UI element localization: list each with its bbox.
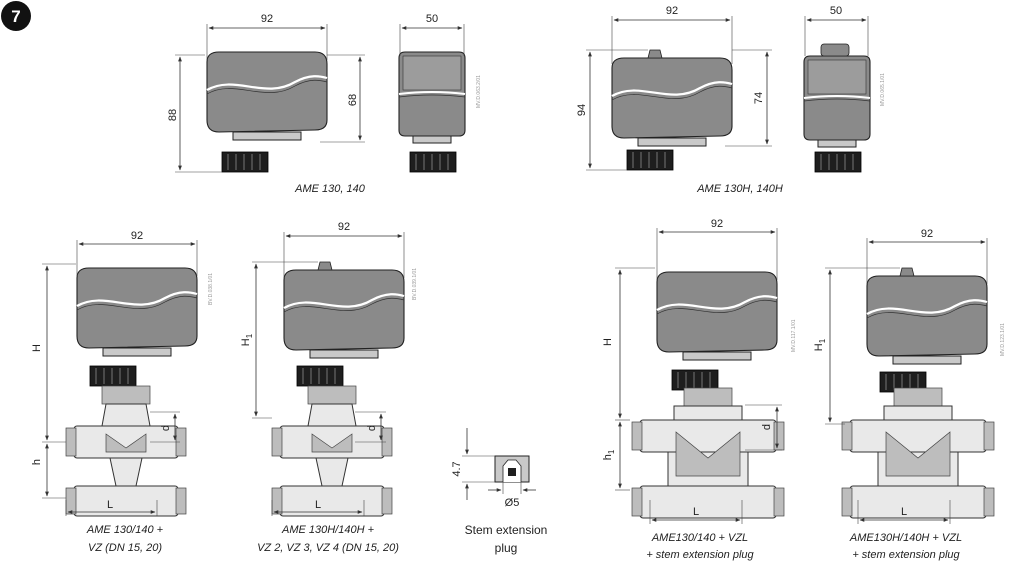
caption-b4-line1: AME130/140 + VZL [651, 532, 748, 544]
caption-b5-line1: AME130H/140H + VZL [849, 532, 962, 544]
dim-width-50-h: 50 [830, 5, 842, 17]
caption-b1-line1: AME 130/140 + [86, 524, 164, 536]
dim-H1-b2: H1 [240, 333, 254, 346]
caption-b3-line1: Stem extension [465, 523, 548, 537]
dim-width-92-b2: 92 [338, 221, 350, 233]
dim-H1-b5: H1 [813, 338, 827, 351]
drawing-code-4: BV.D.039.1/01 [412, 268, 418, 300]
drawing-code-3: BV.D.038.1/01 [208, 273, 214, 305]
view-ame130-vz: 92 H h d L BV.D.038.1/01 [31, 230, 214, 517]
view-ame130-side: 92 88 68 [167, 13, 365, 173]
dim-h: h [31, 459, 43, 465]
view-ame130h-vzl: 92 H1 L MV.D.123.1/01 [813, 228, 1006, 524]
dim-H: H [31, 344, 43, 352]
caption-b3-line2: plug [495, 541, 518, 555]
dim-width-50: 50 [426, 13, 438, 25]
view-ame130h-vz: 92 H1 d L BV.D.039.1/01 [240, 221, 418, 517]
drawing-code-1: MV.D.063.2/01 [476, 75, 482, 108]
dim-H-b4: H [602, 338, 614, 346]
dim-width-92-h: 92 [666, 5, 678, 17]
dim-diameter-5: Ø5 [505, 497, 520, 509]
dim-width-92-b1: 92 [131, 230, 143, 242]
dim-L-b5: L [901, 506, 907, 518]
drawing-code-5: MV.D.117.1/01 [791, 319, 797, 352]
drawing-code-2: MV.D.065.1/01 [880, 73, 886, 106]
dim-d: d [160, 425, 172, 431]
caption-b1-line2: VZ (DN 15, 20) [88, 542, 162, 554]
view-ame130h-side: 92 94 74 [576, 5, 772, 171]
dim-width-92-b4: 92 [711, 218, 723, 230]
dim-d-b4: d [761, 424, 773, 430]
dim-d-b2: d [366, 425, 378, 431]
view-stem-extension-plug: 4.7 Ø5 [451, 428, 536, 509]
view-ame130-vzl: 92 H h1 d L MV.D.117.1/01 [602, 218, 797, 524]
figure-number-badge: 7 [1, 1, 31, 31]
dim-L: L [107, 499, 113, 511]
dim-height-74: 74 [753, 92, 765, 104]
caption-b2-line2: VZ 2, VZ 3, VZ 4 (DN 15, 20) [257, 542, 399, 554]
dim-width-92: 92 [261, 13, 273, 25]
dim-height-88: 88 [167, 109, 179, 121]
caption-b4-line2: + stem extension plug [646, 549, 754, 561]
figure-number: 7 [11, 7, 20, 26]
dim-L-b4: L [693, 506, 699, 518]
dim-h1-b4: h1 [602, 449, 616, 460]
caption-b2-line1: AME 130H/140H + [281, 524, 375, 536]
caption-ame130-140: AME 130, 140 [294, 183, 366, 195]
dim-width-92-b5: 92 [921, 228, 933, 240]
dim-4-7: 4.7 [451, 461, 463, 476]
caption-ame130h-140h: AME 130H, 140H [696, 183, 783, 195]
dim-height-94: 94 [576, 104, 588, 116]
view-ame130h-front: 50 MV.D.065.1/01 [803, 5, 886, 173]
dim-height-68: 68 [347, 94, 359, 106]
dim-L-b2: L [315, 499, 321, 511]
drawing-code-6: MV.D.123.1/01 [1000, 323, 1006, 356]
view-ame130-front: 50 MV.D.063.2/01 [398, 13, 482, 173]
caption-b5-line2: + stem extension plug [852, 549, 960, 561]
